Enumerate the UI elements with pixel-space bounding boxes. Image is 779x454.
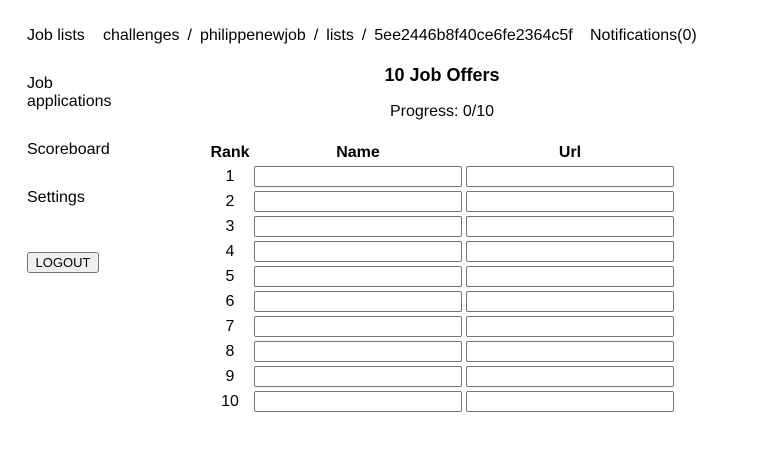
breadcrumb-separator: / [313,27,319,44]
sidebar-item-job-applications[interactable]: Job applications [27,75,112,110]
rank-cell: 4 [225,243,235,260]
table-row: 7 [205,315,675,340]
breadcrumb-separator: / [361,27,367,44]
breadcrumb: challenges / philippenewjob / lists / 5ee2446b… [103,26,573,46]
logout-button[interactable]: LOGOUT [27,252,99,273]
rank-cell: 7 [225,318,235,335]
table-row: 10 [205,390,675,415]
name-input[interactable] [254,266,462,287]
rank-cell: 5 [225,268,235,285]
breadcrumb-separator: / [187,27,192,44]
notifications-link[interactable]: Notifications(0) [590,26,697,46]
url-input[interactable] [466,291,674,312]
name-input[interactable] [254,341,462,362]
name-input[interactable] [254,216,462,237]
top-nav-bar: Job lists challenges / philippenewjob / list… [27,26,777,46]
rank-cell: 8 [225,343,235,360]
table-row: 2 [205,190,675,215]
url-input[interactable] [466,316,674,337]
rank-cell: 10 [221,393,239,410]
progress-text: Progress: 0/10 [389,103,495,120]
breadcrumb-list-id: 5ee2446b8f40ce6fe2364c5f [374,27,573,44]
url-input[interactable] [466,166,674,187]
url-input[interactable] [466,341,674,362]
rank-cell: 6 [225,293,235,310]
name-input[interactable] [254,366,462,387]
rank-cell: 1 [225,168,235,185]
table-row: 5 [205,265,675,290]
rank-cell: 3 [225,218,235,235]
table-row: 4 [205,240,675,265]
column-header-url: Url [558,144,582,161]
table-row: 9 [205,365,675,390]
column-header-rank: Rank [210,144,250,161]
url-input[interactable] [466,191,674,212]
rank-cell: 9 [225,368,235,385]
name-input[interactable] [254,241,462,262]
table-row: 3 [205,215,675,240]
url-input[interactable] [466,366,674,387]
name-input[interactable] [254,316,462,337]
table-row: 1 [205,165,675,190]
sidebar-item-settings[interactable]: Settings [27,189,85,206]
rank-cell: 2 [225,193,235,210]
sidebar-item-scoreboard[interactable]: Scoreboard [27,141,110,158]
table-row: 6 [205,290,675,315]
url-input[interactable] [466,391,674,412]
url-input[interactable] [466,216,674,237]
name-input[interactable] [254,391,462,412]
breadcrumb-challenges[interactable]: challenges [103,27,180,44]
name-input[interactable] [254,191,462,212]
job-offers-table: 1 2 3 4 5 6 7 8 9 10 [205,165,675,415]
name-input[interactable] [254,291,462,312]
page-title: 10 Job Offers [384,65,500,85]
breadcrumb-lists[interactable]: lists [326,27,354,44]
table-row: 8 [205,340,675,365]
job-lists-link[interactable]: Job lists [27,27,85,44]
url-input[interactable] [466,266,674,287]
name-input[interactable] [254,166,462,187]
breadcrumb-user[interactable]: philippenewjob [199,27,306,44]
url-input[interactable] [466,241,674,262]
column-header-name: Name [336,144,380,161]
